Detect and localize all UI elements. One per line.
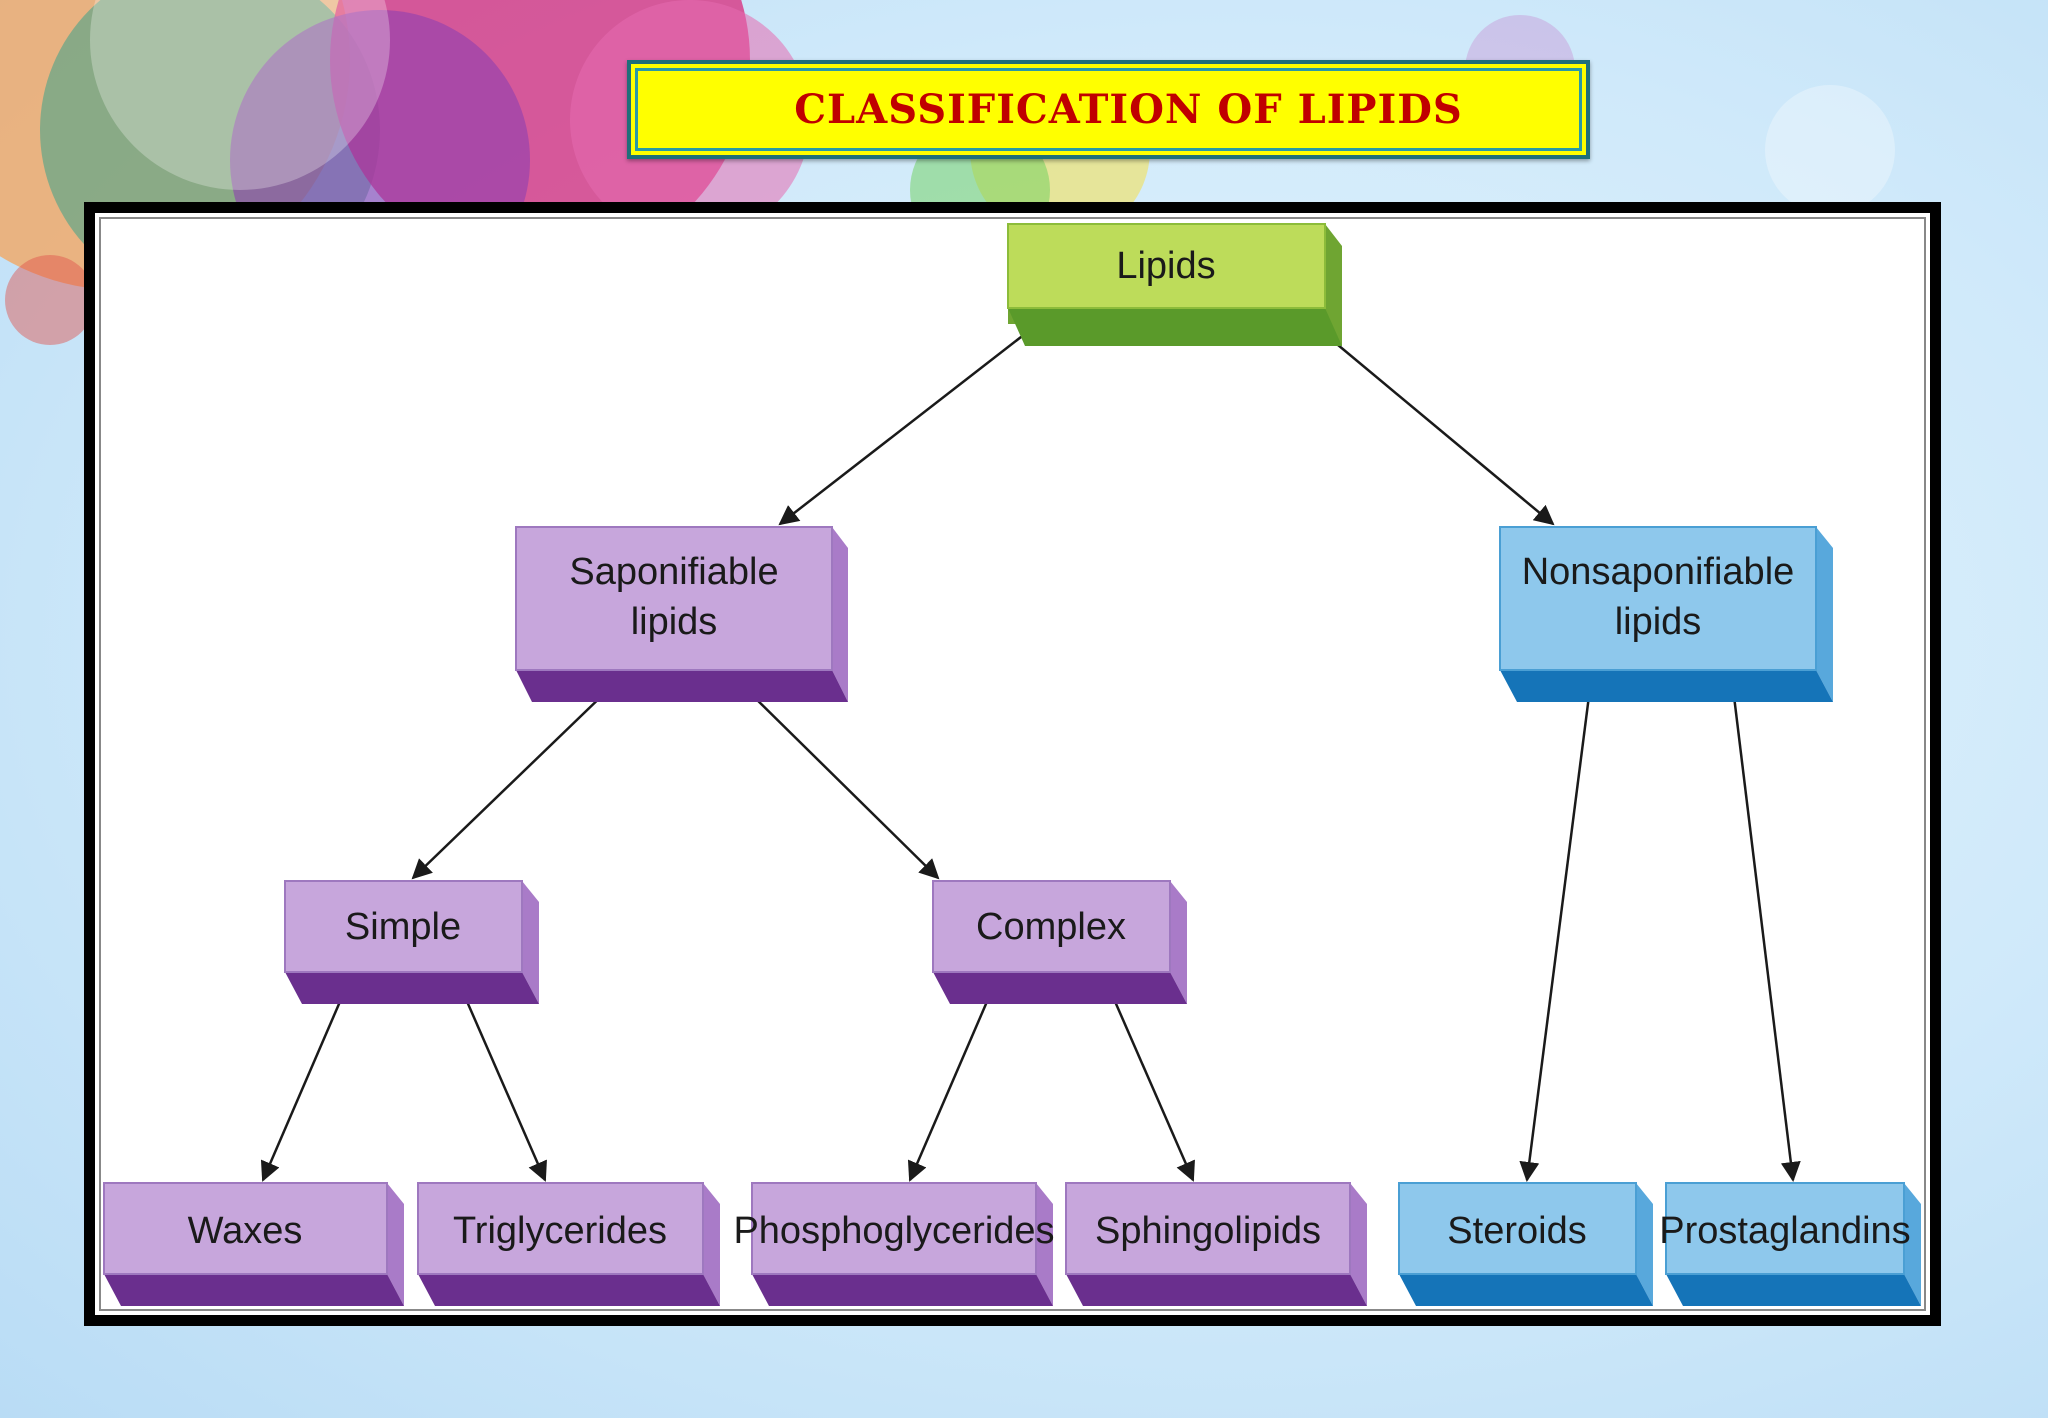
node-triglycerides: Triglycerides xyxy=(417,1182,720,1306)
arrow-nonsaponifiable-to-prostaglandins xyxy=(1731,687,1801,1182)
node-saponifiable-label-line1: Saponifiable xyxy=(569,551,778,593)
node-lipids: Lipids xyxy=(1007,223,1342,346)
node-simple: Simple xyxy=(284,880,539,1004)
arrow-simple-to-triglycerides xyxy=(460,989,547,1182)
node-prostaglandins: Prostaglandins xyxy=(1659,1182,1921,1306)
node-phosphoglycerides-label: Phosphoglycerides xyxy=(733,1210,1054,1252)
arrow-lipids-to-saponifiable xyxy=(778,329,1031,526)
arrow-simple-to-waxes xyxy=(260,989,347,1182)
node-simple-label: Simple xyxy=(345,906,461,948)
node-waxes-label: Waxes xyxy=(188,1210,303,1252)
node-steroids-label: Steroids xyxy=(1447,1210,1586,1252)
node-sphingolipids: Sphingolipids xyxy=(1065,1182,1367,1306)
node-nonsaponifiable-label-line1: Nonsaponifiable xyxy=(1522,551,1795,593)
arrow-complex-to-sphingolipids xyxy=(1108,989,1195,1182)
node-phosphoglycerides: Phosphoglycerides xyxy=(733,1182,1055,1306)
node-saponifiable-label-line2: lipids xyxy=(631,601,718,643)
node-nonsaponifiable-lipids: Nonsaponifiable lipids xyxy=(1499,526,1833,702)
node-prostaglandins-label: Prostaglandins xyxy=(1659,1210,1910,1252)
arrow-saponifiable-to-complex xyxy=(744,687,940,880)
node-saponifiable-lipids: Saponifiable lipids xyxy=(515,526,848,702)
arrow-nonsaponifiable-to-steroids xyxy=(1519,687,1592,1182)
node-triglycerides-label: Triglycerides xyxy=(453,1210,667,1252)
diagram-canvas xyxy=(95,213,1930,1315)
node-complex-label: Complex xyxy=(976,906,1126,948)
node-steroids: Steroids xyxy=(1398,1182,1653,1306)
connector-arrows xyxy=(260,329,1801,1182)
arrow-lipids-to-nonsaponifiable xyxy=(1319,329,1555,526)
node-waxes: Waxes xyxy=(103,1182,404,1306)
arrow-saponifiable-to-simple xyxy=(411,687,611,880)
diagram-frame xyxy=(84,202,1941,1326)
title-banner: CLASSIFICATION OF LIPIDS xyxy=(627,60,1590,159)
arrow-complex-to-phosphoglycerides xyxy=(907,989,994,1182)
node-lipids-label: Lipids xyxy=(1116,245,1215,287)
node-nonsaponifiable-label-line2: lipids xyxy=(1615,601,1702,643)
page-title: CLASSIFICATION OF LIPIDS xyxy=(794,86,1463,133)
node-sphingolipids-label: Sphingolipids xyxy=(1095,1210,1321,1252)
node-complex: Complex xyxy=(932,880,1187,1004)
